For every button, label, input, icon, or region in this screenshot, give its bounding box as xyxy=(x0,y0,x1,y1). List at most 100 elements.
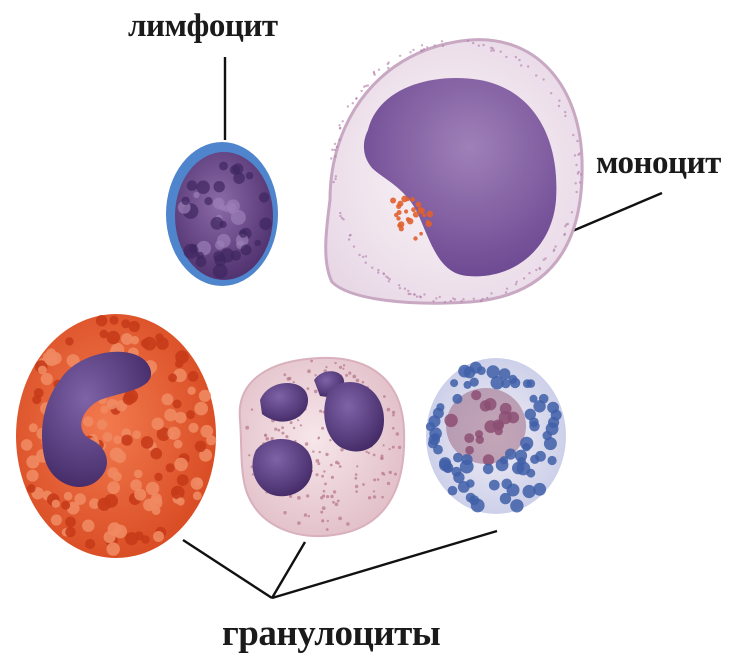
granule xyxy=(381,472,384,475)
granule xyxy=(373,454,376,457)
granule xyxy=(423,293,425,295)
granule xyxy=(304,513,307,516)
eosinophil-cell xyxy=(16,314,216,558)
granule xyxy=(326,528,329,531)
granule xyxy=(334,362,336,364)
granule xyxy=(199,390,211,402)
granule xyxy=(490,292,492,294)
granule xyxy=(339,465,342,468)
granule xyxy=(334,178,336,180)
granule xyxy=(398,284,400,286)
granule xyxy=(551,410,562,421)
granule xyxy=(387,67,389,69)
granule xyxy=(575,164,577,166)
granule xyxy=(436,403,444,411)
granule xyxy=(323,490,326,493)
granule xyxy=(259,218,272,231)
granule xyxy=(335,175,337,177)
granule xyxy=(522,443,530,451)
granule xyxy=(334,155,336,157)
granule xyxy=(154,473,162,481)
granule xyxy=(297,496,301,500)
granule xyxy=(155,333,163,341)
granule xyxy=(339,212,341,214)
granule xyxy=(448,486,458,496)
granule xyxy=(426,221,432,227)
granule xyxy=(323,470,325,472)
granule xyxy=(345,374,348,377)
granule xyxy=(452,394,462,404)
granule xyxy=(334,143,336,145)
granule xyxy=(61,501,70,510)
granule xyxy=(283,511,286,514)
granule xyxy=(85,539,95,549)
granule xyxy=(564,115,566,117)
granule xyxy=(322,494,325,497)
granule xyxy=(510,499,523,512)
granule xyxy=(489,480,500,491)
granule xyxy=(563,234,565,236)
granule xyxy=(51,514,62,525)
granule xyxy=(398,221,404,227)
granule xyxy=(422,213,426,217)
granule xyxy=(321,427,324,430)
granule xyxy=(171,488,179,496)
granule xyxy=(316,473,319,476)
granule xyxy=(41,373,53,385)
granule xyxy=(231,250,241,260)
granule xyxy=(575,182,577,184)
granule xyxy=(339,366,342,369)
granule xyxy=(188,423,198,433)
granule xyxy=(106,399,117,410)
granule xyxy=(356,379,360,383)
granule xyxy=(505,56,507,58)
granule xyxy=(365,255,367,257)
granule xyxy=(520,64,522,66)
granule xyxy=(347,105,349,107)
granule xyxy=(396,432,400,436)
granule xyxy=(368,496,371,499)
granule xyxy=(45,353,58,366)
granule xyxy=(141,339,150,348)
granule xyxy=(96,315,107,326)
granule xyxy=(32,395,41,404)
granule xyxy=(108,522,122,536)
granule xyxy=(38,366,47,375)
granule xyxy=(577,172,579,174)
granule xyxy=(462,298,464,300)
granule xyxy=(389,448,391,450)
granule xyxy=(355,473,358,476)
granule xyxy=(231,210,246,225)
granule xyxy=(452,467,462,477)
granule xyxy=(107,481,120,494)
granule xyxy=(314,390,318,394)
granule xyxy=(287,377,291,381)
granule xyxy=(418,207,423,212)
granule xyxy=(410,197,415,202)
eosinophil-leader-line xyxy=(183,540,272,598)
granule xyxy=(460,460,474,474)
granule xyxy=(510,378,520,388)
granule xyxy=(515,56,517,58)
granule xyxy=(381,496,384,499)
granule xyxy=(239,229,248,238)
granule xyxy=(484,420,497,433)
granule xyxy=(564,111,566,113)
granule xyxy=(97,419,107,429)
granule xyxy=(107,331,120,344)
granule xyxy=(362,483,365,486)
granule xyxy=(527,65,529,67)
granule xyxy=(444,414,457,427)
granule xyxy=(492,47,494,49)
granule xyxy=(342,368,344,370)
granule xyxy=(352,375,356,379)
granule xyxy=(135,531,144,540)
granule xyxy=(166,463,175,472)
granule xyxy=(421,44,423,46)
granule xyxy=(181,197,189,205)
granule xyxy=(571,211,573,213)
granule xyxy=(419,295,421,297)
granule xyxy=(308,515,310,517)
granule xyxy=(444,301,446,303)
granule xyxy=(392,411,395,414)
